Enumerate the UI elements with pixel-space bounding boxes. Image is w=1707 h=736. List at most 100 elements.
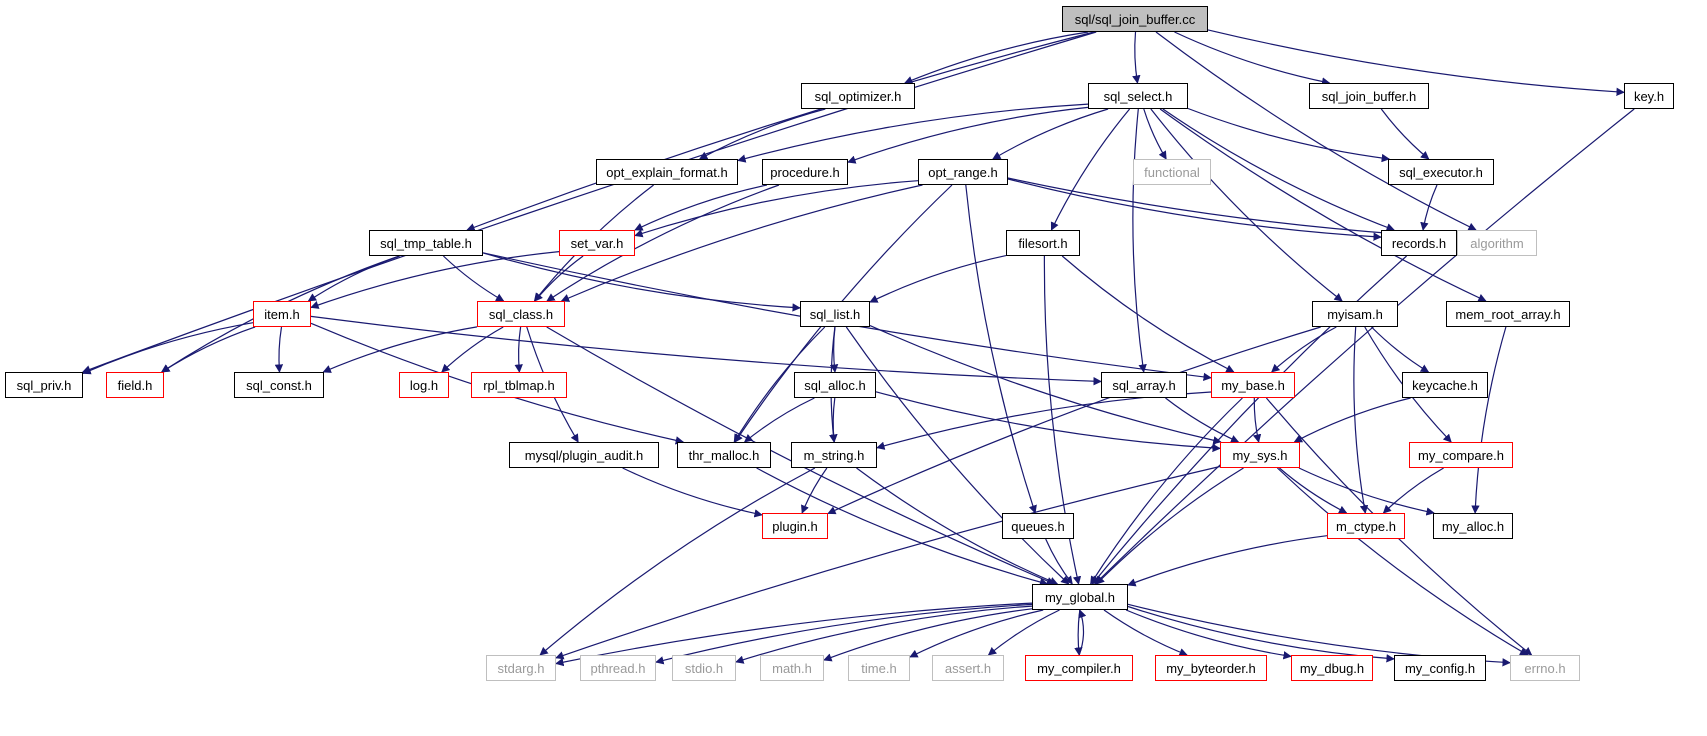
edge-my_global-to-assert xyxy=(987,609,1060,656)
node-sql-list-h[interactable]: sql_list.h xyxy=(800,301,870,327)
edge-sql_list-to-thr_malloc xyxy=(733,326,826,443)
node-opt-range-h[interactable]: opt_range.h xyxy=(918,159,1008,185)
edge-my_base-to-my_sys xyxy=(1252,397,1262,443)
node-my-byteorder-h[interactable]: my_byteorder.h xyxy=(1155,655,1267,681)
node-log-h[interactable]: log.h xyxy=(399,372,449,398)
edge-my_global-to-pthread xyxy=(655,603,1033,665)
node-field-h[interactable]: field.h xyxy=(106,372,164,398)
node-plugin-h[interactable]: plugin.h xyxy=(762,513,828,539)
edge-records-to-my_global xyxy=(1091,255,1407,585)
edge-item-to-sql_priv xyxy=(82,322,254,375)
edge-m_string-to-my_global xyxy=(856,467,1059,585)
edge-sql_select-to-myisam xyxy=(1150,108,1343,302)
edge-sql_alloc-to-my_sys xyxy=(875,391,1221,453)
edge-sql_class-to-sql_const xyxy=(322,326,478,373)
node-algorithm: algorithm xyxy=(1457,230,1537,256)
node-m-ctype-h[interactable]: m_ctype.h xyxy=(1327,513,1405,539)
edge-sql_select-to-procedure xyxy=(847,106,1089,164)
edge-m_string-to-plugin xyxy=(801,467,828,514)
node-sql-executor-h[interactable]: sql_executor.h xyxy=(1388,159,1494,185)
edge-set_var-to-sql_class xyxy=(534,255,584,302)
edge-sql_class-to-log xyxy=(441,326,504,373)
edge-my_sys-to-my_alloc xyxy=(1298,467,1435,516)
node-filesort-h[interactable]: filesort.h xyxy=(1006,230,1080,256)
edge-sql_select-to-records xyxy=(1162,108,1395,232)
edge-queues-to-my_global xyxy=(1045,538,1073,585)
edge-opt_range-to-queues xyxy=(965,184,1037,514)
node-my-dbug-h[interactable]: my_dbug.h xyxy=(1291,655,1373,681)
node-set-var-h[interactable]: set_var.h xyxy=(559,230,635,256)
edge-my_sys-to-my_global xyxy=(1095,467,1244,585)
node-mem-root-array-h[interactable]: mem_root_array.h xyxy=(1446,301,1570,327)
edge-my_sys-to-stdarg xyxy=(555,465,1221,660)
node-m-string-h[interactable]: m_string.h xyxy=(791,442,877,468)
node-my-base-h[interactable]: my_base.h xyxy=(1211,372,1295,398)
edge-sql_class-to-rpl_tblmap xyxy=(514,326,523,373)
edge-mem_root_array-to-my_alloc xyxy=(1471,326,1507,514)
edge-my_compiler-to-my_global xyxy=(1078,609,1087,656)
node-queues-h[interactable]: queues.h xyxy=(1002,513,1074,539)
edge-my_global-to-stdio xyxy=(735,605,1033,664)
node-records-h[interactable]: records.h xyxy=(1381,230,1457,256)
edge-sql_array-to-my_sys xyxy=(1165,397,1240,443)
node-key-h[interactable]: key.h xyxy=(1624,83,1674,109)
edge-my_global-to-my_byteorder xyxy=(1103,609,1188,657)
edge-my_sys-to-errno xyxy=(1276,467,1529,656)
edge-sql_select-to-sql_executor xyxy=(1187,107,1391,163)
node-item-h[interactable]: item.h xyxy=(253,301,311,327)
edge-my_global-to-time xyxy=(909,609,1044,658)
node-rpl-tblmap-h[interactable]: rpl_tblmap.h xyxy=(471,372,567,398)
node-mysql-plugin-audit-h[interactable]: mysql/plugin_audit.h xyxy=(509,442,659,468)
edge-my_compare-to-m_ctype xyxy=(1382,467,1444,514)
node-my-alloc-h[interactable]: my_alloc.h xyxy=(1433,513,1513,539)
node-thr-malloc-h[interactable]: thr_malloc.h xyxy=(677,442,771,468)
node-my-compare-h[interactable]: my_compare.h xyxy=(1409,442,1513,468)
edge-root-to-sql_priv xyxy=(82,31,1097,374)
edge-root-to-key xyxy=(1207,29,1625,97)
edge-item-to-field xyxy=(161,326,256,373)
node-keycache-h[interactable]: keycache.h xyxy=(1402,372,1488,398)
edge-my_sys-to-m_ctype xyxy=(1279,467,1348,514)
node-sql-join-buffer-cc: sql/sql_join_buffer.cc xyxy=(1062,6,1208,32)
node-sql-const-h[interactable]: sql_const.h xyxy=(234,372,324,398)
edge-item-to-sql_array xyxy=(310,315,1102,386)
node-my-config-h[interactable]: my_config.h xyxy=(1394,655,1486,681)
edge-my_global-to-my_compiler xyxy=(1074,609,1083,656)
edge-myisam-to-keycache xyxy=(1371,326,1430,373)
node-my-global-h[interactable]: my_global.h xyxy=(1032,584,1128,610)
node-myisam-h[interactable]: myisam.h xyxy=(1312,301,1398,327)
node-stdarg-h: stdarg.h xyxy=(486,655,556,681)
node-sql-class-h[interactable]: sql_class.h xyxy=(477,301,565,327)
edge-sql_executor-to-records xyxy=(1420,184,1438,231)
edge-sql_select-to-filesort xyxy=(1050,108,1131,231)
edge-myisam-to-plugin xyxy=(827,326,1321,515)
node-sql-select-h[interactable]: sql_select.h xyxy=(1088,83,1188,109)
node-sql-tmp-table-h[interactable]: sql_tmp_table.h xyxy=(369,230,483,256)
edge-root-to-algorithm xyxy=(1155,31,1477,231)
node-sql-alloc-h[interactable]: sql_alloc.h xyxy=(794,372,876,398)
node-my-sys-h[interactable]: my_sys.h xyxy=(1220,442,1300,468)
node-sql-join-buffer-h[interactable]: sql_join_buffer.h xyxy=(1309,83,1429,109)
node-pthread-h: pthread.h xyxy=(580,655,656,681)
edge-keycache-to-my_sys xyxy=(1293,397,1411,443)
node-functional: functional xyxy=(1133,159,1211,185)
node-procedure-h[interactable]: procedure.h xyxy=(762,159,848,185)
edge-opt_range-to-set_var xyxy=(634,180,919,238)
edge-sql_join_buffer-to-sql_executor xyxy=(1380,108,1430,160)
node-opt-explain-format-h[interactable]: opt_explain_format.h xyxy=(596,159,738,185)
edge-sql_alloc-to-thr_malloc xyxy=(743,397,815,443)
edge-m_string-to-stdarg xyxy=(539,467,816,656)
node-sql-priv-h[interactable]: sql_priv.h xyxy=(5,372,83,398)
edge-my_global-to-my_dbug xyxy=(1125,609,1292,660)
node-sql-optimizer-h[interactable]: sql_optimizer.h xyxy=(801,83,915,109)
edge-myisam-to-m_ctype xyxy=(1353,326,1369,514)
node-sql-array-h[interactable]: sql_array.h xyxy=(1101,372,1187,398)
edge-my_global-to-math xyxy=(823,608,1033,662)
node-my-compiler-h[interactable]: my_compiler.h xyxy=(1025,655,1133,681)
edge-root-to-sql_select xyxy=(1132,31,1141,84)
edge-procedure-to-set_var xyxy=(634,184,768,231)
edge-sql_select-to-functional xyxy=(1143,108,1167,160)
node-time-h: time.h xyxy=(848,655,910,681)
